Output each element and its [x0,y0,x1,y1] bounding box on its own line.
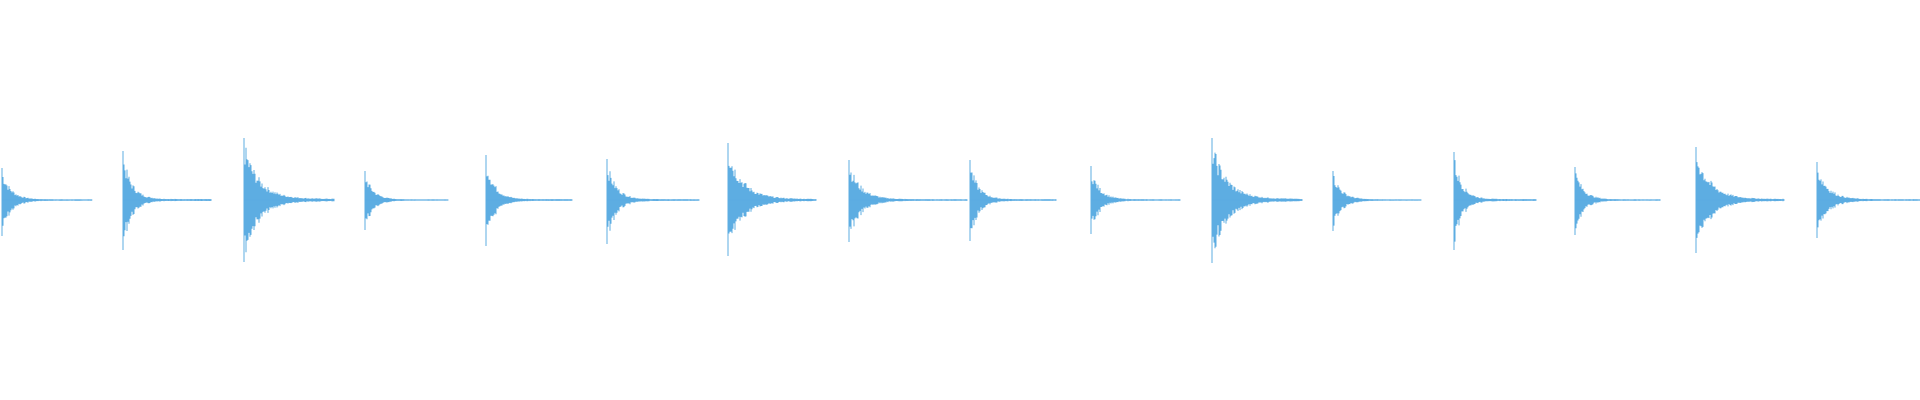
waveform-pulse [1574,167,1661,235]
waveform-pulse [606,159,700,244]
waveform-pulse [1090,166,1181,234]
waveform-pulse [969,160,1057,241]
waveform-pulse [1,168,93,236]
waveform-pulse [1211,138,1303,263]
waveform-pulse [727,143,817,256]
waveform-pulse [1453,152,1537,250]
waveform-pulse [364,171,449,230]
waveform-pulse [485,155,573,246]
waveform-pulse [1816,162,1920,238]
waveform-pulse [1332,171,1422,231]
waveform-pulse [243,138,335,262]
waveform-pulse-shape [1574,167,1661,235]
waveform-pulse [1695,147,1785,253]
waveform-pulse-shape [606,159,700,244]
waveform-pulse-shape [1332,171,1422,231]
waveform-pulse [122,151,212,250]
waveform-pulse-shape [1,168,93,236]
waveform-pulse-shape [848,160,968,242]
waveform-pulse [848,160,968,242]
waveform-pulse-shape [1453,152,1537,250]
